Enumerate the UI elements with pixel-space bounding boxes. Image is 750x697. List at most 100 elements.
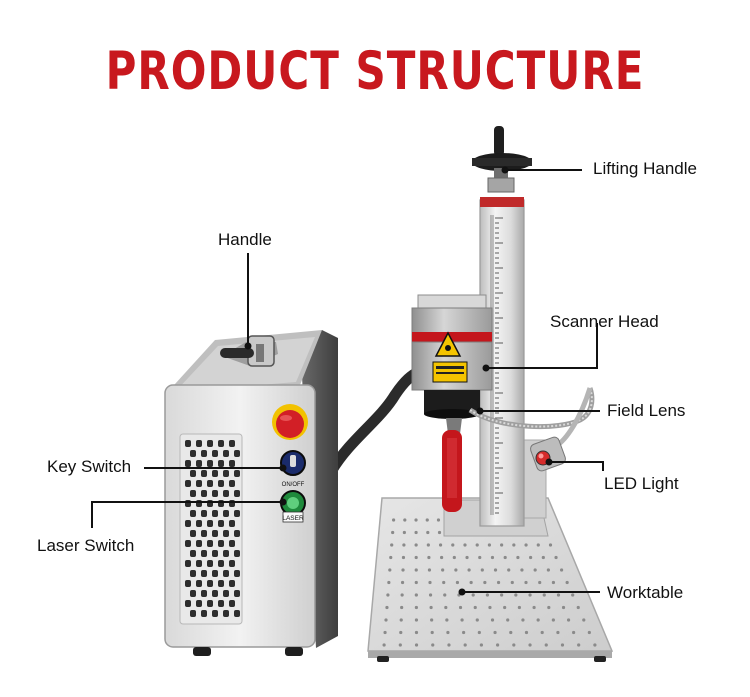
worktable-hole xyxy=(403,518,407,522)
worktable-hole xyxy=(528,593,532,597)
worktable-hole xyxy=(528,643,532,647)
worktable-hole xyxy=(541,555,545,560)
vent-slot xyxy=(201,510,207,517)
worktable-hole xyxy=(507,568,511,572)
vent-slot xyxy=(223,510,229,517)
worktable-hole xyxy=(506,618,510,622)
vent-slot xyxy=(234,470,240,477)
worktable-hole xyxy=(582,618,586,622)
worktable-hole xyxy=(475,543,479,547)
worktable-hole xyxy=(440,555,444,560)
label-key-switch: Key Switch xyxy=(47,457,132,476)
worktable-hole xyxy=(430,630,434,635)
worktable-hole xyxy=(524,630,529,635)
vent-slot xyxy=(229,520,235,527)
worktable-hole xyxy=(399,630,403,635)
vent-slot xyxy=(212,510,218,517)
callout-dots xyxy=(244,166,553,596)
worktable-hole xyxy=(384,618,388,622)
worktable-hole xyxy=(532,605,536,610)
fiber-cable xyxy=(326,366,424,476)
vent-slot xyxy=(229,440,235,447)
worktable-hole xyxy=(441,568,445,572)
worktable-hole xyxy=(382,643,386,647)
worktable-hole xyxy=(477,630,481,635)
vent-slot xyxy=(196,560,202,567)
worktable-hole xyxy=(593,643,597,647)
worktable-hole xyxy=(426,530,430,535)
worktable-hole xyxy=(428,593,433,597)
vent-slot xyxy=(212,450,218,457)
vent-slot xyxy=(207,560,213,567)
worktable-hole xyxy=(490,618,495,622)
worktable-hole xyxy=(436,518,441,522)
worktable-hole xyxy=(488,605,492,610)
worktable-hole xyxy=(469,580,473,585)
worktable-hole xyxy=(385,605,389,610)
red-lanyard-tag xyxy=(442,418,462,512)
worktable-hole xyxy=(483,580,487,585)
worktable-hole xyxy=(455,580,460,585)
vent-slot xyxy=(190,470,196,477)
worktable-hole xyxy=(503,555,507,560)
worktable-hole xyxy=(496,580,501,585)
worktable-hole xyxy=(398,643,402,647)
worktable-hole xyxy=(430,618,434,622)
vent-slot xyxy=(196,540,202,547)
laser-switch-text: LASER xyxy=(282,515,304,522)
vent-slot xyxy=(196,440,202,447)
worktable-hole xyxy=(485,593,490,597)
worktable-hole xyxy=(427,555,431,560)
worktable-hole xyxy=(547,605,551,610)
vent-slot xyxy=(234,610,240,617)
worktable-hole xyxy=(444,605,448,610)
vent-slot xyxy=(234,530,240,537)
worktable-hole xyxy=(524,543,528,547)
callout-scanner-head xyxy=(486,323,598,369)
vent-slot xyxy=(185,460,191,467)
worktable-hole xyxy=(587,630,591,635)
vent-slot xyxy=(196,480,202,487)
worktable-hole xyxy=(471,593,475,597)
vent-slot xyxy=(190,510,196,517)
worktable-hole xyxy=(560,643,565,647)
vent-slot xyxy=(201,610,207,617)
worktable-hole xyxy=(414,555,418,560)
vent-slot xyxy=(212,530,218,537)
vent-slot xyxy=(207,540,213,547)
worktable-hole xyxy=(414,543,418,547)
worktable-hole xyxy=(487,543,492,547)
label-worktable: Worktable xyxy=(607,583,684,602)
worktable-hole xyxy=(445,618,449,622)
worktable-hole xyxy=(383,630,387,635)
carry-handle xyxy=(220,335,278,367)
vent-slots xyxy=(185,440,240,617)
worktable-hole xyxy=(536,543,540,547)
vent-slot xyxy=(229,580,235,587)
worktable-hole xyxy=(426,543,430,547)
vent-slot xyxy=(234,510,240,517)
worktable-hole xyxy=(414,530,418,535)
vent-slot xyxy=(218,460,224,467)
vent-slot xyxy=(196,580,202,587)
worktable-hole xyxy=(400,593,404,597)
vent-slot xyxy=(185,560,191,567)
vent-slot xyxy=(185,540,191,547)
worktable-hole xyxy=(533,568,537,572)
callout-laser-switch xyxy=(91,501,283,528)
vent-slot xyxy=(201,490,207,497)
worktable-hole xyxy=(452,555,456,560)
vent-slot xyxy=(229,480,235,487)
worktable-hole xyxy=(425,518,429,522)
vent-slot xyxy=(218,480,224,487)
vent-slot xyxy=(234,490,240,497)
callout-led-light xyxy=(549,461,604,471)
vent-slot xyxy=(201,470,207,477)
vent-slot xyxy=(201,590,207,597)
worktable-hole xyxy=(516,555,520,560)
vent-slot xyxy=(201,570,207,577)
worktable-hole xyxy=(576,605,580,610)
worktable-hole xyxy=(542,593,546,597)
vent-slot xyxy=(223,470,229,477)
